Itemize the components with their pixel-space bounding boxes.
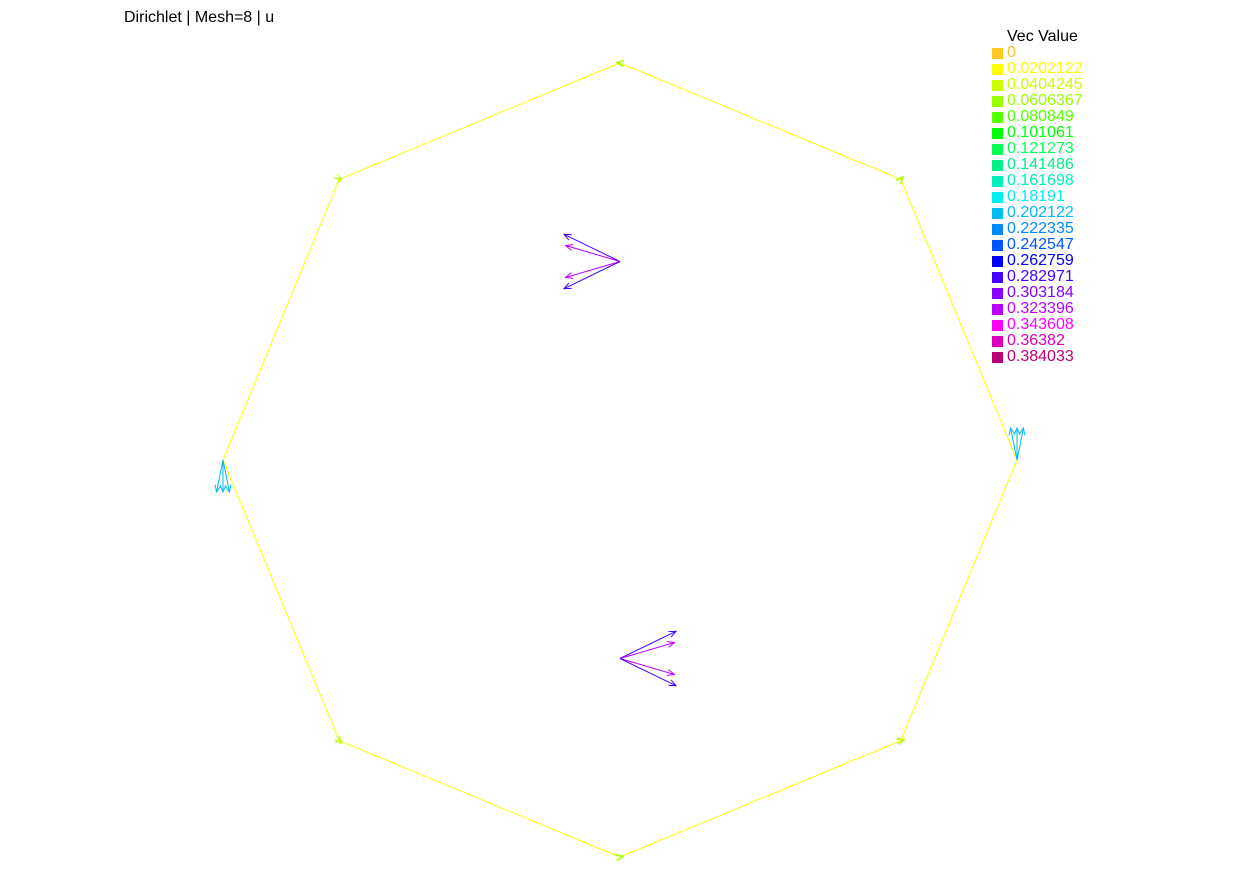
legend-entry: 0.0404245 <box>992 77 1222 93</box>
legend-swatch <box>992 160 1003 171</box>
boundary-edge <box>619 740 901 858</box>
vector-arrow <box>619 658 678 687</box>
legend-label: 0.18191 <box>1007 188 1065 205</box>
vector-arrow <box>619 658 676 676</box>
vector-arrow <box>564 244 621 262</box>
vector-arrow <box>619 641 676 659</box>
legend-label: 0.0202122 <box>1007 60 1083 77</box>
legend-entry: 0.080849 <box>992 109 1222 125</box>
legend-label: 0.343608 <box>1007 316 1074 333</box>
legend-swatch <box>992 224 1003 235</box>
boundary-edge <box>900 459 1018 741</box>
legend-entry: 0.282971 <box>992 269 1222 285</box>
boundary-edge <box>222 459 340 741</box>
vector-arrow <box>895 175 905 185</box>
legend-label: 0.242547 <box>1007 236 1074 253</box>
legend-entry: 0.384033 <box>992 349 1222 365</box>
legend-entry: 0.242547 <box>992 237 1222 253</box>
legend-entry: 0.141486 <box>992 157 1222 173</box>
legend-swatch <box>992 112 1003 123</box>
legend-label: 0.202122 <box>1007 204 1074 221</box>
legend-label: 0.141486 <box>1007 156 1074 173</box>
legend-swatch <box>992 240 1003 251</box>
legend-entry: 0.36382 <box>992 333 1222 349</box>
vector-arrow <box>615 60 625 68</box>
legend-swatch <box>992 144 1003 155</box>
legend-entry: 0.343608 <box>992 317 1222 333</box>
legend-entry: 0.161698 <box>992 173 1222 189</box>
legend-label: 0.080849 <box>1007 108 1074 125</box>
legend-swatch <box>992 192 1003 203</box>
legend-entry: 0.222335 <box>992 221 1222 237</box>
legend-label: 0.0606367 <box>1007 92 1083 109</box>
legend-label: 0.36382 <box>1007 332 1065 349</box>
legend-entry: 0.0202122 <box>992 61 1222 77</box>
boundary-edge <box>900 179 1018 461</box>
vector-arrow <box>222 459 232 494</box>
boundary-edge <box>339 740 621 858</box>
legend-label: 0.282971 <box>1007 268 1074 285</box>
legend-entry: 0.18191 <box>992 189 1222 205</box>
legend-swatch <box>992 96 1003 107</box>
vector-arrow <box>1016 426 1026 461</box>
vector-arrow <box>619 630 678 659</box>
legend-label: 0.262759 <box>1007 252 1074 269</box>
legend-entry: 0.121273 <box>992 141 1222 157</box>
vector-arrow <box>1013 426 1021 460</box>
legend-label: 0.323396 <box>1007 300 1074 317</box>
legend-entry: 0.0606367 <box>992 93 1222 109</box>
legend-label: 0.101061 <box>1007 124 1074 141</box>
vector-arrow <box>562 261 621 290</box>
legend-swatch <box>992 352 1003 363</box>
boundary-edge <box>339 62 621 180</box>
vector-arrow <box>214 459 224 494</box>
legend-label: 0 <box>1007 44 1016 61</box>
vector-arrow <box>1008 426 1018 461</box>
legend-swatch <box>992 336 1003 347</box>
legend-swatch <box>992 208 1003 219</box>
vector-arrow <box>562 233 621 262</box>
vector-arrow <box>334 735 342 745</box>
legend-swatch <box>992 304 1003 315</box>
legend-entry: 0.303184 <box>992 285 1222 301</box>
legend-swatch <box>992 48 1003 59</box>
legend-swatch <box>992 288 1003 299</box>
legend-entry: 0 <box>992 45 1222 61</box>
boundary-edge <box>619 62 901 180</box>
vector-arrow <box>219 460 227 494</box>
vector-arrow <box>564 261 621 279</box>
boundary-edge <box>222 179 340 461</box>
vector-arrow <box>615 854 625 862</box>
legend-swatch <box>992 320 1003 331</box>
vector-arrow <box>896 738 906 746</box>
legend-label: 0.222335 <box>1007 220 1074 237</box>
legend-swatch <box>992 272 1003 283</box>
legend-swatch <box>992 128 1003 139</box>
legend-label: 0.384033 <box>1007 348 1074 365</box>
legend-label: 0.161698 <box>1007 172 1074 189</box>
legend-title: Vec Value <box>1007 28 1078 45</box>
legend-swatch <box>992 176 1003 187</box>
legend-label: 0.121273 <box>1007 140 1074 157</box>
legend-entry: 0.101061 <box>992 125 1222 141</box>
legend-entry: 0.323396 <box>992 301 1222 317</box>
legend-entry: 0.262759 <box>992 253 1222 269</box>
vector-arrow <box>333 173 342 182</box>
legend-label: 0.303184 <box>1007 284 1074 301</box>
plot-title: Dirichlet | Mesh=8 | u <box>124 9 275 26</box>
legend-label: 0.0404245 <box>1007 76 1083 93</box>
legend-swatch <box>992 80 1003 91</box>
legend-entry: 0.202122 <box>992 205 1222 221</box>
legend-swatch <box>992 256 1003 267</box>
legend-swatch <box>992 64 1003 75</box>
